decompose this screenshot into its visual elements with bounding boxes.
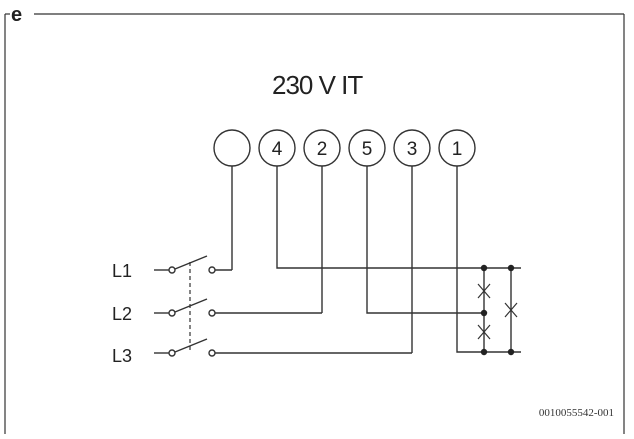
switch-l3 <box>154 338 412 357</box>
panel-label: e <box>11 4 22 26</box>
switch-l1 <box>154 255 232 274</box>
terminal-4: 4 <box>258 129 296 167</box>
svg-text:2: 2 <box>317 139 328 160</box>
svg-text:4: 4 <box>272 139 283 160</box>
terminal-2: 2 <box>303 129 341 167</box>
terminal-wires <box>231 166 521 353</box>
switch-l2 <box>154 298 322 317</box>
phase-label-l1: L1 <box>112 261 132 281</box>
svg-text:1: 1 <box>452 139 463 160</box>
diagram-title: 230 V IT <box>272 70 363 100</box>
figure-code: 0010055542-001 <box>539 407 614 419</box>
phase-label-l2: L2 <box>112 304 132 324</box>
terminal-5: 5 <box>348 129 386 167</box>
terminal-1: 1 <box>438 129 476 167</box>
phase-label-l3: L3 <box>112 346 132 366</box>
terminal-3: 3 <box>393 129 431 167</box>
terminal-block: 4 2 5 3 1 <box>213 129 476 167</box>
diagram-frame <box>4 13 625 434</box>
svg-text:3: 3 <box>407 139 418 160</box>
terminal-blank <box>213 129 251 167</box>
svg-text:5: 5 <box>362 139 373 160</box>
jumper-bridge <box>477 264 518 356</box>
